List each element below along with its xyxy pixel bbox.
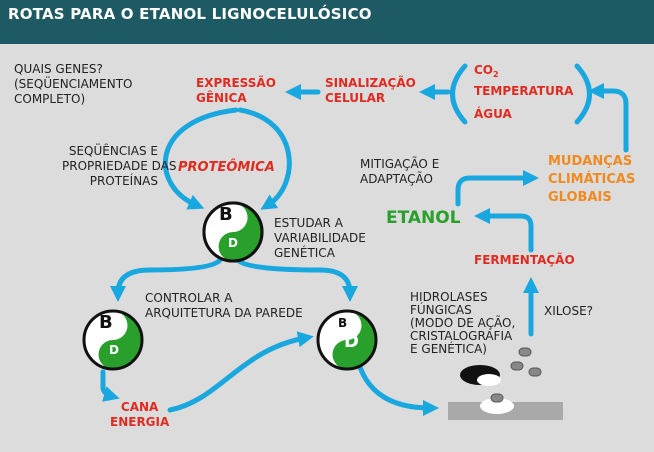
- label-estudar: ESTUDAR A VARIABILIDADE GENÉTICA: [274, 216, 366, 260]
- arrow-cana-to-symbol-right: [167, 331, 314, 413]
- bracket-right: [574, 63, 592, 125]
- symbol-left-b: B: [99, 312, 113, 333]
- label-xilose: XILOSE?: [544, 304, 594, 318]
- arrow-etanol-to-mudancas: [455, 169, 540, 207]
- label-controlar: CONTROLAR A ARQUITETURA DA PAREDE: [145, 291, 303, 320]
- header-bar: ROTAS PARA O ETANOL LIGNOCELULÓSICO: [0, 0, 654, 44]
- arrow-symbol-top-to-left: [110, 257, 223, 302]
- bracket-left: [450, 63, 468, 125]
- arrow-expressao-to-symbol-left: [162, 107, 239, 210]
- label-hidrolases: HIDROLASES FÚNGICAS (MODO DE AÇÃO, CRIST…: [410, 290, 516, 356]
- arrow-expressao-to-symbol-right: [237, 107, 292, 210]
- symbol-right-b: B: [338, 316, 348, 330]
- symbol-left-d: D: [109, 343, 119, 357]
- label-proteomica: PROTEÔMICA: [178, 160, 275, 175]
- label-expressao-genica: EXPRESSÃO GÊNICA: [196, 76, 276, 105]
- diagram-title: ROTAS PARA O ETANOL LIGNOCELULÓSICO: [8, 5, 372, 23]
- symbol-right-d: D: [344, 331, 359, 352]
- label-mudancas-climaticas: MUDANÇAS CLIMÁTICAS GLOBAIS: [548, 154, 636, 205]
- diagram-panel: [0, 44, 654, 452]
- symbol-top-d: D: [228, 236, 238, 250]
- symbol-left: [82, 309, 144, 371]
- label-etanol: ETANOL: [386, 208, 461, 228]
- label-co2: CO2: [474, 63, 499, 79]
- label-agua: ÁGUA: [474, 107, 512, 121]
- symbol-top: [202, 201, 264, 263]
- arrow-symbol-top-to-right: [235, 257, 358, 302]
- arrow-fermentacao-to-etanol: [473, 208, 534, 253]
- symbol-right: [316, 309, 378, 371]
- arrow-symbol-left-to-cana: [100, 369, 120, 402]
- arrow-mudancas-to-factors: [587, 83, 629, 153]
- substrate-illustration: [448, 347, 563, 420]
- label-temperatura: TEMPERATURA: [474, 84, 574, 98]
- label-mitigacao: MITIGAÇÃO E ADAPTAÇÃO: [360, 157, 440, 186]
- label-sinalizacao-celular: SINALIZAÇÃO CELULAR: [325, 76, 416, 105]
- label-quais-genes: QUAIS GENES? (SEQÜENCIAMENTO COMPLETO): [14, 62, 133, 106]
- label-fermentacao: FERMENTAÇÃO: [474, 253, 575, 267]
- symbol-top-b: B: [219, 204, 233, 225]
- label-sequencias: SEQÜÊNCIAS E PROPRIEDADE DAS PROTEÍNAS: [62, 144, 177, 188]
- arrow-symbol-right-to-substrate: [357, 364, 439, 416]
- label-cana-energia: CANA ENERGIA: [110, 400, 170, 429]
